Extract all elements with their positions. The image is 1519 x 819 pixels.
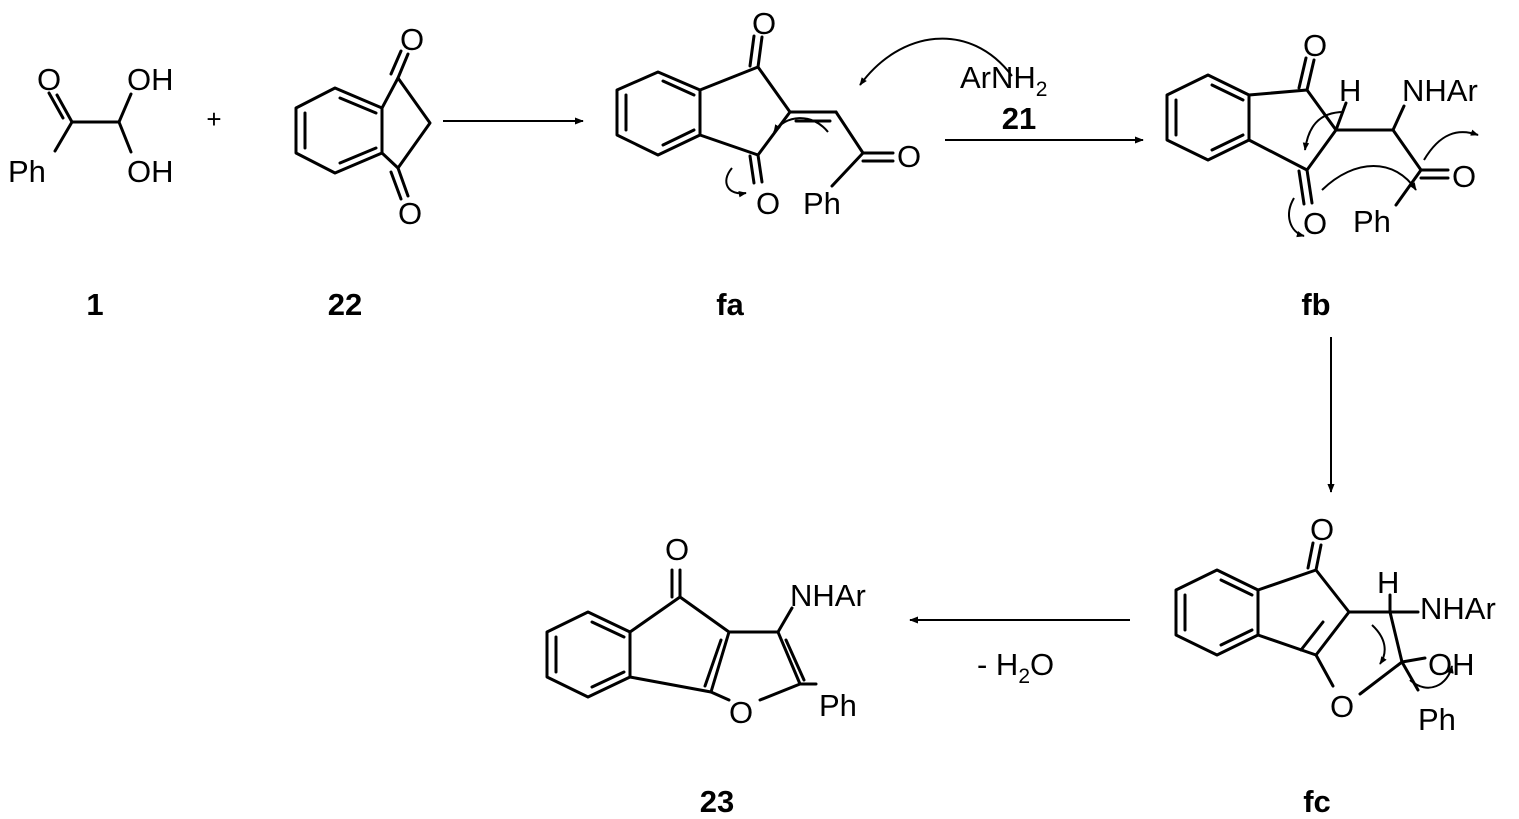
compound-fc-bonds [1174, 541, 1427, 696]
compound-fb-arylamino: NHAr [1402, 73, 1478, 108]
compound-1-hydroxyl-top: OH [127, 62, 174, 97]
compound-1-hydroxyl-bottom: OH [127, 154, 174, 189]
compound-fa-oxygen-side: O [897, 139, 921, 174]
compound-22-label: 22 [328, 287, 362, 322]
compound-fa-oxygen-bottom: O [756, 186, 780, 221]
compound-1-phenyl: Ph [8, 154, 46, 189]
compound-23: O O NHAr Ph 23 [545, 532, 866, 819]
compound-fb-label: fb [1301, 287, 1330, 322]
compound-23-phenyl: Ph [819, 688, 857, 723]
compound-1-label: 1 [86, 287, 103, 322]
compound-fc-label: fc [1303, 784, 1331, 819]
reagent-arylamine: ArNH2 [960, 60, 1047, 101]
compound-1: O OH OH Ph 1 [8, 62, 174, 322]
compound-23-oxygen-top: O [665, 532, 689, 567]
compound-fc-hydrogen: H [1377, 565, 1399, 600]
compound-fb-oxygen-bottom: O [1303, 206, 1327, 241]
compound-fc: O O H NHAr OH Ph fc [1174, 512, 1496, 819]
step-2-conditions: ArNH2 21 [960, 60, 1047, 136]
compound-1-keto-oxygen: O [37, 62, 61, 97]
condition-water-loss: - H2O [977, 647, 1054, 688]
compound-22: O O 22 [294, 22, 432, 322]
compound-23-arylamino: NHAr [790, 578, 866, 613]
compound-fa-label: fa [716, 287, 744, 322]
compound-fb-oxygen-side: O [1452, 159, 1476, 194]
compound-fa-electron-arrows [725, 37, 1013, 198]
compound-23-bonds [545, 568, 818, 702]
compound-1-bonds [47, 91, 133, 154]
compound-fb-phenyl: Ph [1353, 204, 1391, 239]
plus-sign: + [206, 104, 221, 134]
compound-fc-electron-arrows [1371, 624, 1454, 689]
compound-fb: O O O H NHAr Ph fb [1165, 28, 1479, 322]
compound-fc-hydroxyl: OH [1428, 647, 1475, 682]
compound-22-oxygen-top: O [400, 22, 424, 57]
compound-fb-bonds [1165, 56, 1450, 207]
compound-fc-phenyl: Ph [1418, 702, 1456, 737]
compound-22-bonds [294, 49, 432, 201]
compound-fc-oxygen-top: O [1310, 512, 1334, 547]
compound-fc-ring-oxygen: O [1330, 689, 1354, 724]
compound-fa: O O O Ph fa [615, 6, 1013, 322]
compound-fa-phenyl: Ph [803, 186, 841, 221]
compound-23-ring-oxygen: O [729, 695, 753, 730]
compound-fa-oxygen-top: O [752, 6, 776, 41]
compound-22-oxygen-bottom: O [398, 196, 422, 231]
reagent-arylamine-number: 21 [1002, 101, 1036, 136]
compound-fc-arylamino: NHAr [1420, 591, 1496, 626]
compound-fb-hydrogen: H [1339, 73, 1361, 108]
compound-fa-bonds [615, 34, 895, 188]
compound-fb-electron-arrows [1288, 111, 1479, 238]
compound-23-label: 23 [700, 784, 734, 819]
compound-fb-oxygen-top: O [1303, 28, 1327, 63]
